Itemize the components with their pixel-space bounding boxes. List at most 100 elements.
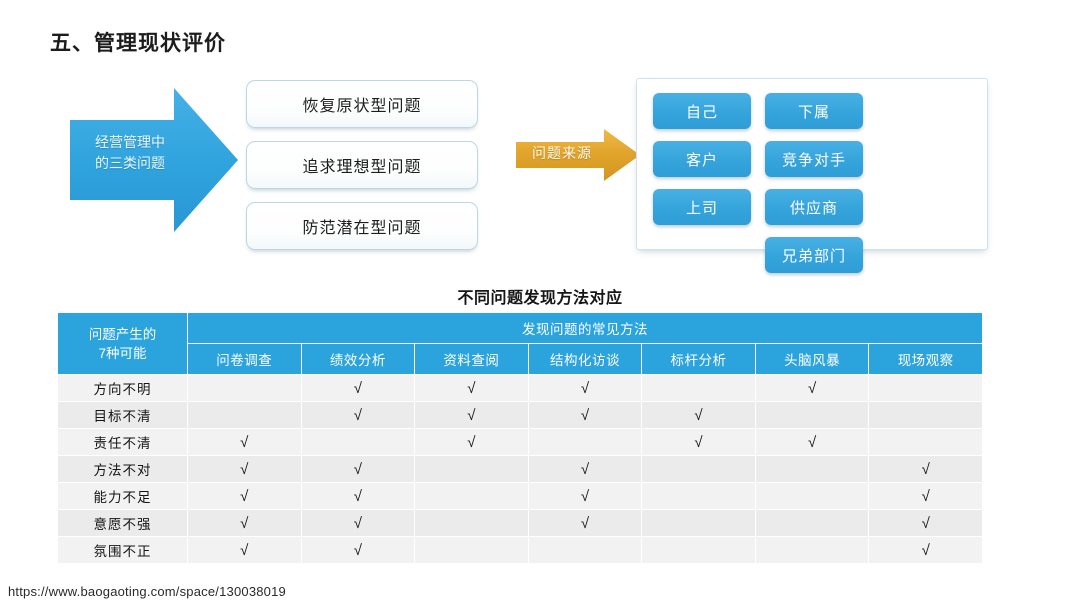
matrix-cell-checked: √ [868, 482, 983, 510]
check-icon: √ [807, 379, 817, 397]
matrix-col-header-3: 结构化访谈 [527, 343, 643, 375]
source-chip-supplier[interactable]: 供应商 [765, 189, 863, 225]
matrix-body: 方向不明√√√√目标不清√√√√责任不清√√√√方法不对√√√√能力不足√√√√… [57, 374, 983, 564]
matrix-cell-checked: √ [187, 428, 302, 456]
source-chip-customer[interactable]: 客户 [653, 141, 751, 177]
source-chip-competitor[interactable]: 竞争对手 [765, 141, 863, 177]
table-row: 意愿不强√√√√ [57, 509, 983, 537]
matrix-cell-empty [187, 401, 302, 429]
matrix-row-label: 目标不清 [57, 401, 188, 429]
table-row: 氛围不正√√√ [57, 536, 983, 564]
problem-box-2-label: 追求理想型问题 [302, 159, 422, 176]
check-icon: √ [240, 514, 249, 532]
source-chip-subordinate[interactable]: 下属 [765, 93, 863, 129]
matrix-cell-empty [414, 455, 529, 483]
matrix-row-label: 氛围不正 [57, 536, 188, 564]
table-row: 能力不足√√√√ [57, 482, 983, 510]
check-icon: √ [353, 514, 362, 532]
matrix-cell-empty [641, 536, 756, 564]
matrix-corner-line2: 7种可能 [98, 345, 147, 361]
matrix-cell-checked: √ [300, 482, 416, 510]
matrix-cell-checked: √ [414, 401, 529, 429]
check-icon: √ [694, 433, 703, 451]
matrix-head: 问题产生的 7种可能 发现问题的常见方法 问卷调查 绩效分析 资料查阅 结构化访… [57, 312, 983, 375]
check-icon: √ [240, 433, 249, 451]
matrix-cell-checked: √ [527, 401, 643, 429]
table-row: 目标不清 √ √ √ √ [57, 401, 983, 429]
matrix-col-header-1: 绩效分析 [300, 343, 416, 375]
matrix-cell-empty [754, 536, 870, 564]
problem-box-3-label: 防范潜在型问题 [302, 220, 422, 237]
check-icon: √ [694, 406, 703, 424]
blue-arrow-shape [70, 88, 238, 232]
table-title: 不同问题发现方法对应 [457, 290, 623, 307]
check-icon: √ [580, 460, 590, 478]
matrix-cell-empty [641, 509, 756, 537]
matrix-cell-checked: √ [414, 428, 529, 456]
matrix-cell-checked: √ [527, 374, 643, 402]
matrix-cell-empty [414, 482, 529, 510]
source-chip-boss-label: 上司 [685, 199, 718, 217]
check-icon: √ [921, 541, 930, 559]
matrix-cell-empty [754, 401, 870, 429]
source-chip-boss[interactable]: 上司 [653, 189, 751, 225]
matrix-cell-checked: √ [300, 509, 416, 537]
matrix-row-label: 方向不明 [57, 374, 188, 402]
matrix-cell-checked: √ [300, 536, 416, 564]
source-chip-self[interactable]: 自己 [653, 93, 751, 129]
problem-box-1[interactable]: 恢复原状型问题 [246, 80, 478, 128]
orange-arrow-label: 问题来源 [532, 145, 592, 161]
check-icon: √ [580, 406, 590, 424]
source-chip-competitor-label: 竞争对手 [781, 151, 846, 169]
check-icon: √ [580, 379, 590, 397]
check-icon: √ [353, 379, 362, 397]
matrix-cell-empty [414, 509, 529, 537]
matrix-head-row-1: 问题产生的 7种可能 发现问题的常见方法 [57, 312, 983, 375]
matrix-cell-checked: √ [527, 455, 643, 483]
matrix-col-header-4: 标杆分析 [641, 343, 756, 375]
matrix-corner-header: 问题产生的 7种可能 [57, 312, 188, 375]
matrix-cell-checked: √ [868, 509, 983, 537]
matrix-cell-checked: √ [527, 509, 643, 537]
matrix-cell-empty [527, 536, 643, 564]
matrix-cell-empty [754, 509, 870, 537]
matrix-col-header-0: 问卷调查 [187, 343, 302, 375]
check-icon: √ [240, 487, 249, 505]
check-icon: √ [921, 487, 930, 505]
blue-arrow-label: 经营管理中 的三类问题 [76, 132, 184, 174]
matrix-cell-checked: √ [868, 536, 983, 564]
matrix-cell-empty [754, 482, 870, 510]
check-icon: √ [353, 541, 362, 559]
matrix-cell-empty [868, 374, 983, 402]
problem-source-panel: 自己 下属 客户 竞争对手 上司 供应商 兄弟部门 [636, 78, 988, 273]
check-icon: √ [580, 487, 590, 505]
check-icon: √ [467, 433, 476, 451]
source-chip-supplier-label: 供应商 [789, 199, 838, 217]
matrix-cell-empty [641, 374, 756, 402]
check-icon: √ [467, 406, 476, 424]
matrix-cell-empty [414, 536, 529, 564]
matrix-group-header: 发现问题的常见方法 [187, 312, 983, 344]
matrix-row-label: 责任不清 [57, 428, 188, 456]
method-matrix-wrap: 问题产生的 7种可能 发现问题的常见方法 问卷调查 绩效分析 资料查阅 结构化访… [57, 312, 983, 564]
matrix-col-header-6: 现场观察 [868, 343, 983, 375]
matrix-cell-empty [868, 428, 983, 456]
footer-url: https://www.baogaoting.com/space/1300380… [8, 584, 286, 599]
check-icon: √ [353, 460, 362, 478]
problem-box-2[interactable]: 追求理想型问题 [246, 141, 478, 189]
problem-box-3[interactable]: 防范潜在型问题 [246, 202, 478, 250]
check-icon: √ [467, 379, 476, 397]
matrix-head-row-2: 问卷调查 绩效分析 资料查阅 结构化访谈 标杆分析 头脑风暴 现场观察 [58, 343, 983, 375]
matrix-col-header-2: 资料查阅 [414, 343, 529, 375]
source-chip-sibling-dept[interactable]: 兄弟部门 [765, 237, 863, 273]
method-matrix-table: 问题产生的 7种可能 发现问题的常见方法 问卷调查 绩效分析 资料查阅 结构化访… [57, 312, 983, 564]
matrix-cell-checked: √ [187, 455, 302, 483]
matrix-cell-empty [868, 401, 983, 429]
matrix-cell-checked: √ [754, 428, 870, 456]
check-icon: √ [353, 406, 362, 424]
table-row: 方法不对√√√√ [57, 455, 983, 483]
table-row: 方向不明 √ √ √ √ [57, 374, 983, 402]
matrix-cell-empty [641, 455, 756, 483]
table-row: 责任不清 √ √ √ √ [57, 428, 983, 456]
matrix-cell-empty [527, 428, 643, 456]
